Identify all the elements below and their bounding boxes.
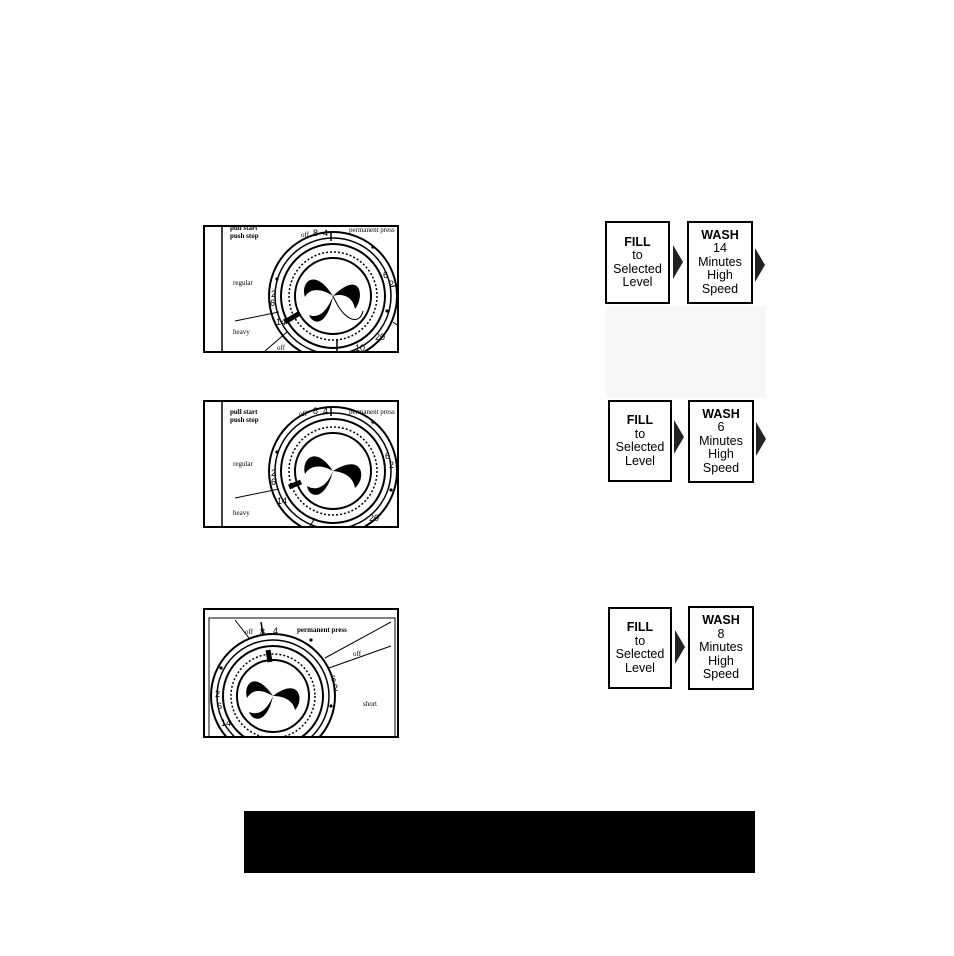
wash-heading: WASH <box>701 227 739 242</box>
tick-6: 6 <box>217 701 223 711</box>
fill-line: to <box>634 633 646 648</box>
fill-step-3: FILL to Selected Level <box>608 607 672 689</box>
tick-2: 2 <box>271 289 277 299</box>
arrow-icon <box>674 420 684 454</box>
tick-6-right: 6 <box>331 674 337 684</box>
wash-line: 14 <box>713 241 727 256</box>
off-label-top: off <box>301 231 310 239</box>
off-label-right: off <box>353 650 362 658</box>
tick-2-right: 2 <box>389 460 395 470</box>
wash-line: Minutes <box>699 433 743 448</box>
wash-heading: WASH <box>702 613 740 628</box>
tick-6-right: 6 <box>385 451 391 461</box>
dial-panel-3: off permanent press off short 2 6 14 8 4… <box>203 608 399 738</box>
wash-line: 6 <box>717 420 725 435</box>
tick-20: 20 <box>369 513 380 523</box>
tick-2-right: 2 <box>389 279 395 289</box>
arrow-icon <box>675 630 685 664</box>
fill-line: Selected <box>615 647 665 661</box>
dial-panel-2: pull start push stop regular heavy off p… <box>203 400 399 528</box>
wash-line: High <box>708 447 734 462</box>
fill-heading: FILL <box>624 234 651 249</box>
regular-label: regular <box>233 460 253 468</box>
arrow-icon <box>673 245 683 279</box>
arrow-icon <box>755 248 765 282</box>
fill-line: to <box>632 248 643 262</box>
fill-line: Level <box>625 660 655 675</box>
wash-line: Speed <box>702 460 740 475</box>
wash-step-3: WASH 8 Minutes High Speed <box>688 606 754 690</box>
fill-line: Selected <box>615 440 665 454</box>
wash-line: Minutes <box>699 640 743 655</box>
wash-line: 8 <box>717 626 725 641</box>
off-label-top: off <box>299 410 308 418</box>
permanent-press-label: permanent press <box>349 226 395 234</box>
wash-heading: WASH <box>702 406 740 421</box>
shaded-area <box>606 306 766 398</box>
regular-label: regular <box>233 279 253 287</box>
wash-step-1: WASH 14 Minutes High Speed <box>687 221 753 304</box>
wash-line: Minutes <box>698 254 742 269</box>
tick-8: 8 <box>313 228 319 238</box>
fill-heading: FILL <box>626 620 654 634</box>
tick-6-right: 6 <box>383 270 389 280</box>
tick-2: 2 <box>215 689 221 699</box>
tick-2: 2 <box>271 468 277 478</box>
permanent-press-label: permanent press <box>297 626 347 634</box>
dial-knob-1 <box>221 227 397 351</box>
tick-4: 4 <box>273 626 279 636</box>
dial-knob-2 <box>221 402 397 526</box>
heavy-label: heavy <box>233 509 250 517</box>
tick-14: 14 <box>221 718 232 728</box>
wash-line: High <box>707 268 733 283</box>
off-label-top: off <box>245 628 254 636</box>
fill-heading: FILL <box>626 413 654 427</box>
fill-step-2: FILL to Selected Level <box>608 400 672 482</box>
wash-line: Speed <box>702 667 740 682</box>
pull-start-push-stop-label: pull start push stop <box>230 408 259 424</box>
tick-6: 6 <box>271 477 277 487</box>
tick-10: 10 <box>355 343 366 353</box>
off-label-bottom: off <box>277 344 286 352</box>
tick-20: 20 <box>375 332 386 342</box>
dial-knob-3 <box>208 617 396 736</box>
tick-2-right: 2 <box>333 683 339 693</box>
dial-panel-1: pull start push stop regular heavy off o… <box>203 225 399 353</box>
fill-line: Selected <box>613 261 662 276</box>
tick-6: 6 <box>270 298 276 308</box>
fill-line: Level <box>622 275 653 289</box>
pull-start-push-stop-label: pull start push stop <box>230 225 259 240</box>
tick-4: 4 <box>323 406 329 416</box>
permanent-press-label: permanent press <box>349 408 395 416</box>
fill-line: to <box>634 426 646 441</box>
tick-8: 8 <box>313 406 319 416</box>
footer-bar <box>244 811 755 873</box>
tick-4: 4 <box>323 228 329 238</box>
arrow-icon <box>756 422 766 456</box>
tick-8: 8 <box>260 627 266 637</box>
wash-line: High <box>708 653 734 668</box>
tick-14: 14 <box>277 496 288 506</box>
heavy-label: heavy <box>233 328 250 336</box>
wash-line: Speed <box>701 281 739 296</box>
short-label: short <box>363 700 377 708</box>
wash-step-2: WASH 6 Minutes High Speed <box>688 400 754 483</box>
fill-step-1: FILL to Selected Level <box>605 221 670 304</box>
tick-14: 14 <box>276 317 287 327</box>
fill-line: Level <box>625 453 655 468</box>
